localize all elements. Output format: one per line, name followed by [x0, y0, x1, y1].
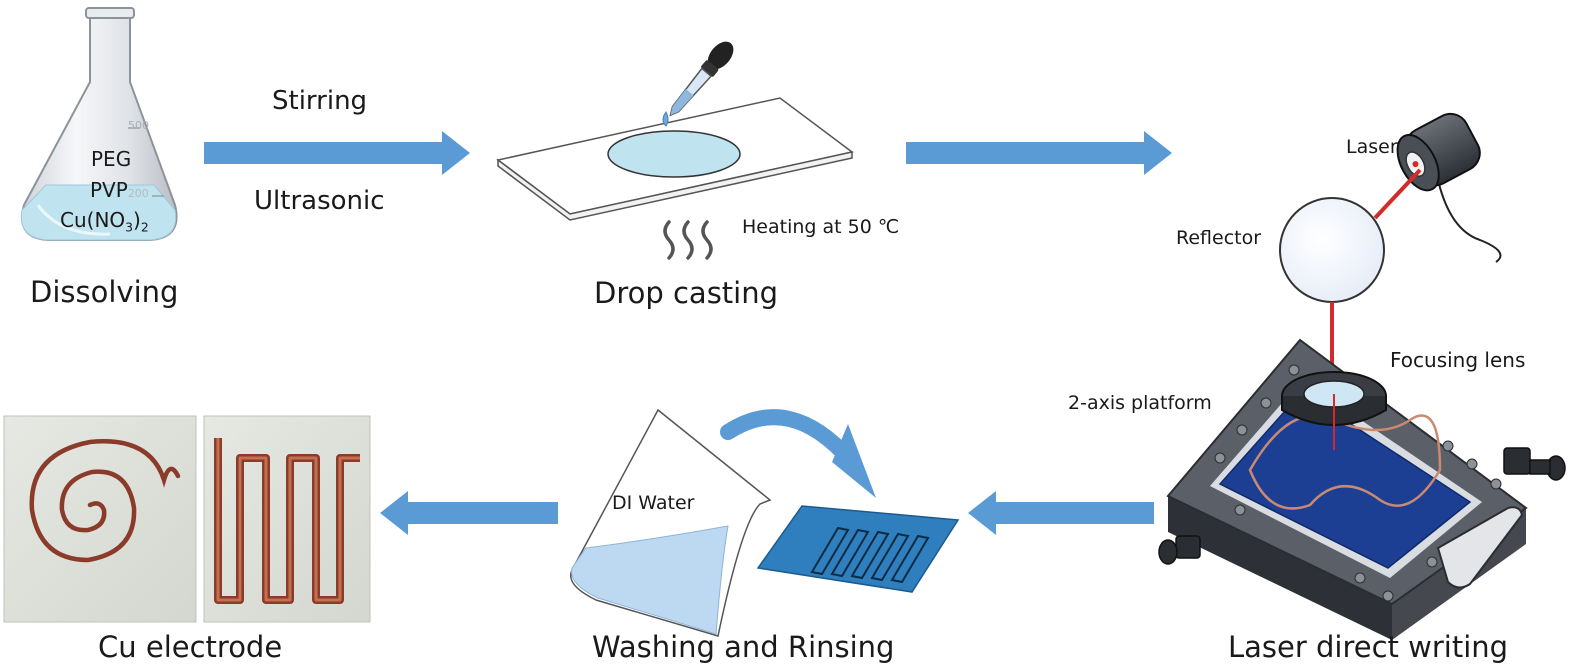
laser-label: Laser — [1346, 136, 1398, 158]
step-label-cu-electrode: Cu electrode — [98, 630, 283, 664]
step-label-laser-direct-writing: Laser direct writing — [1228, 630, 1509, 664]
beaker-label-di-water: DI Water — [612, 492, 695, 514]
heat-waves-icon — [663, 220, 713, 260]
no3-subscript: 3 — [125, 219, 134, 235]
flask-graduation-200: 200 — [127, 187, 149, 200]
cu-subscript: 2 — [140, 219, 149, 235]
flask-label-pvp: PVP200 — [90, 180, 149, 200]
arrow-dissolve-to-cast — [204, 131, 470, 175]
laser-beam-upper — [1373, 168, 1422, 220]
arrow-cast-to-laser — [906, 131, 1172, 175]
heating-label: Heating at 50 ℃ — [742, 216, 900, 238]
laser-cable — [1437, 179, 1502, 263]
electrode-photo-spiral — [3, 415, 197, 623]
close-paren: ) — [133, 208, 141, 232]
reflector-mirror — [1279, 197, 1385, 303]
reflector-label: Reflector — [1176, 227, 1262, 249]
electrode-photo-meander — [203, 415, 371, 623]
solution-liquid — [20, 184, 177, 241]
arrow-wash-to-electrode — [380, 491, 558, 535]
pour-arrow — [720, 409, 858, 468]
erlenmeyer-flask — [20, 7, 178, 241]
platform-label: 2-axis platform — [1068, 392, 1212, 414]
flask-label-copper-nitrate: Cu(NO3)2 — [60, 208, 149, 233]
arrow-label-ultrasonic: Ultrasonic — [254, 186, 385, 216]
arrow-laser-to-wash — [968, 491, 1154, 535]
step-label-drop-casting: Drop casting — [594, 276, 779, 310]
beaker-icon — [570, 408, 772, 637]
pvp-text: PVP — [90, 178, 128, 202]
dropper-icon — [662, 41, 734, 127]
cast-solution-drop — [607, 130, 741, 178]
patterned-substrate — [756, 505, 960, 593]
step-label-dissolving: Dissolving — [30, 275, 179, 309]
flask-label-peg: PEG — [91, 147, 132, 171]
flask-graduation-500: 500 — [128, 119, 149, 132]
laser-head-icon — [1396, 112, 1481, 192]
step-label-washing-rinsing: Washing and Rinsing — [592, 630, 895, 664]
focusing-lens-label: Focusing lens — [1390, 348, 1526, 372]
arrow-label-stirring: Stirring — [272, 86, 368, 116]
two-axis-platform — [1158, 338, 1566, 640]
cu-no-text: Cu(NO — [60, 208, 126, 232]
